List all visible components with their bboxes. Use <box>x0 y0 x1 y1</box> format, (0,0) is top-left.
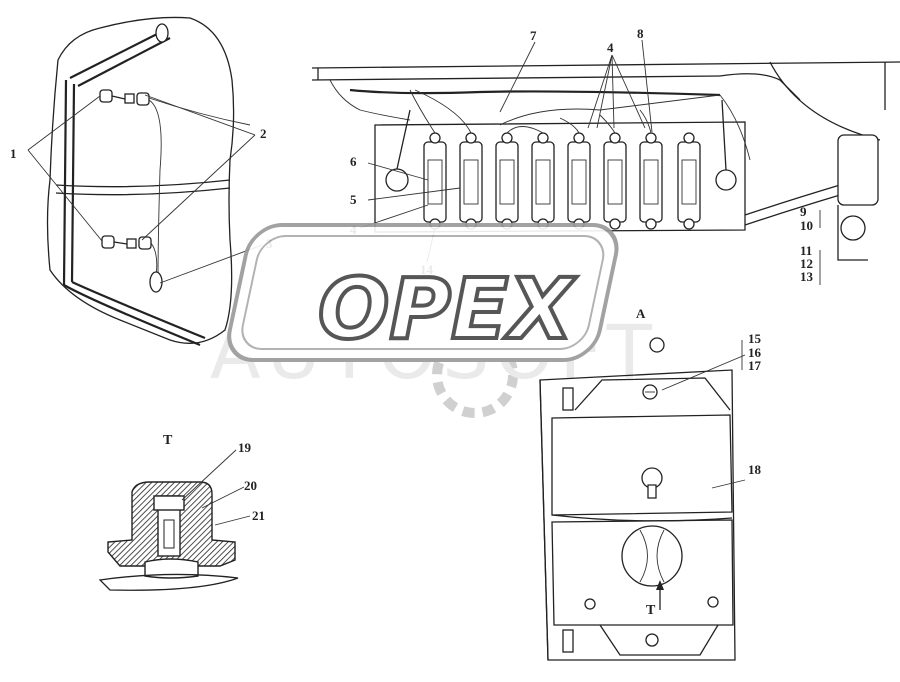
callout-10: 10 <box>800 218 813 233</box>
callout-4-top: 4 <box>607 40 614 55</box>
section-t-view: T 19 20 21 <box>98 433 265 591</box>
fuse-row <box>423 132 701 230</box>
view-label-a: A <box>636 306 646 321</box>
fuse-holder <box>603 132 627 230</box>
callout-5: 5 <box>350 192 357 207</box>
callout-13: 13 <box>800 269 814 284</box>
ring-terminal-left <box>385 168 409 192</box>
callout-20: 20 <box>244 478 257 493</box>
callout-11: 11 <box>800 243 812 258</box>
callout-17: 17 <box>748 358 762 373</box>
callout-19: 19 <box>238 440 252 455</box>
fuse-holder <box>639 132 663 230</box>
arrow-label-t: T <box>646 603 656 618</box>
ring-terminal-right <box>715 169 737 191</box>
callout-6: 6 <box>350 154 357 169</box>
harness-detail-view: 1 2 3 <box>10 16 273 347</box>
callout-18: 18 <box>748 462 762 477</box>
callout-7: 7 <box>530 28 537 43</box>
callout-1: 1 <box>10 146 17 161</box>
fuse-holder <box>567 132 591 230</box>
section-label-t: T <box>163 433 173 448</box>
fuse-holder <box>423 132 447 230</box>
fuse-holder <box>495 132 519 230</box>
callout-2: 2 <box>260 126 267 141</box>
callout-16: 16 <box>748 345 762 360</box>
fuse-holder <box>677 132 701 230</box>
watermark: AUTOSOFT OPEX <box>210 223 652 418</box>
fuse-block-view: 7 4 8 6 5 4 14 9 10 11 12 13 <box>311 26 900 285</box>
fuse-holder <box>531 132 555 230</box>
callout-8: 8 <box>637 26 644 41</box>
callout-15: 15 <box>748 331 762 346</box>
watermark-logo: OPEX <box>318 260 577 358</box>
callout-9: 9 <box>800 204 807 219</box>
fuse-holder <box>459 132 483 230</box>
callout-21: 21 <box>252 508 265 523</box>
cover-plate-view: A T 15 16 17 18 <box>539 306 762 661</box>
callout-12: 12 <box>800 256 813 271</box>
